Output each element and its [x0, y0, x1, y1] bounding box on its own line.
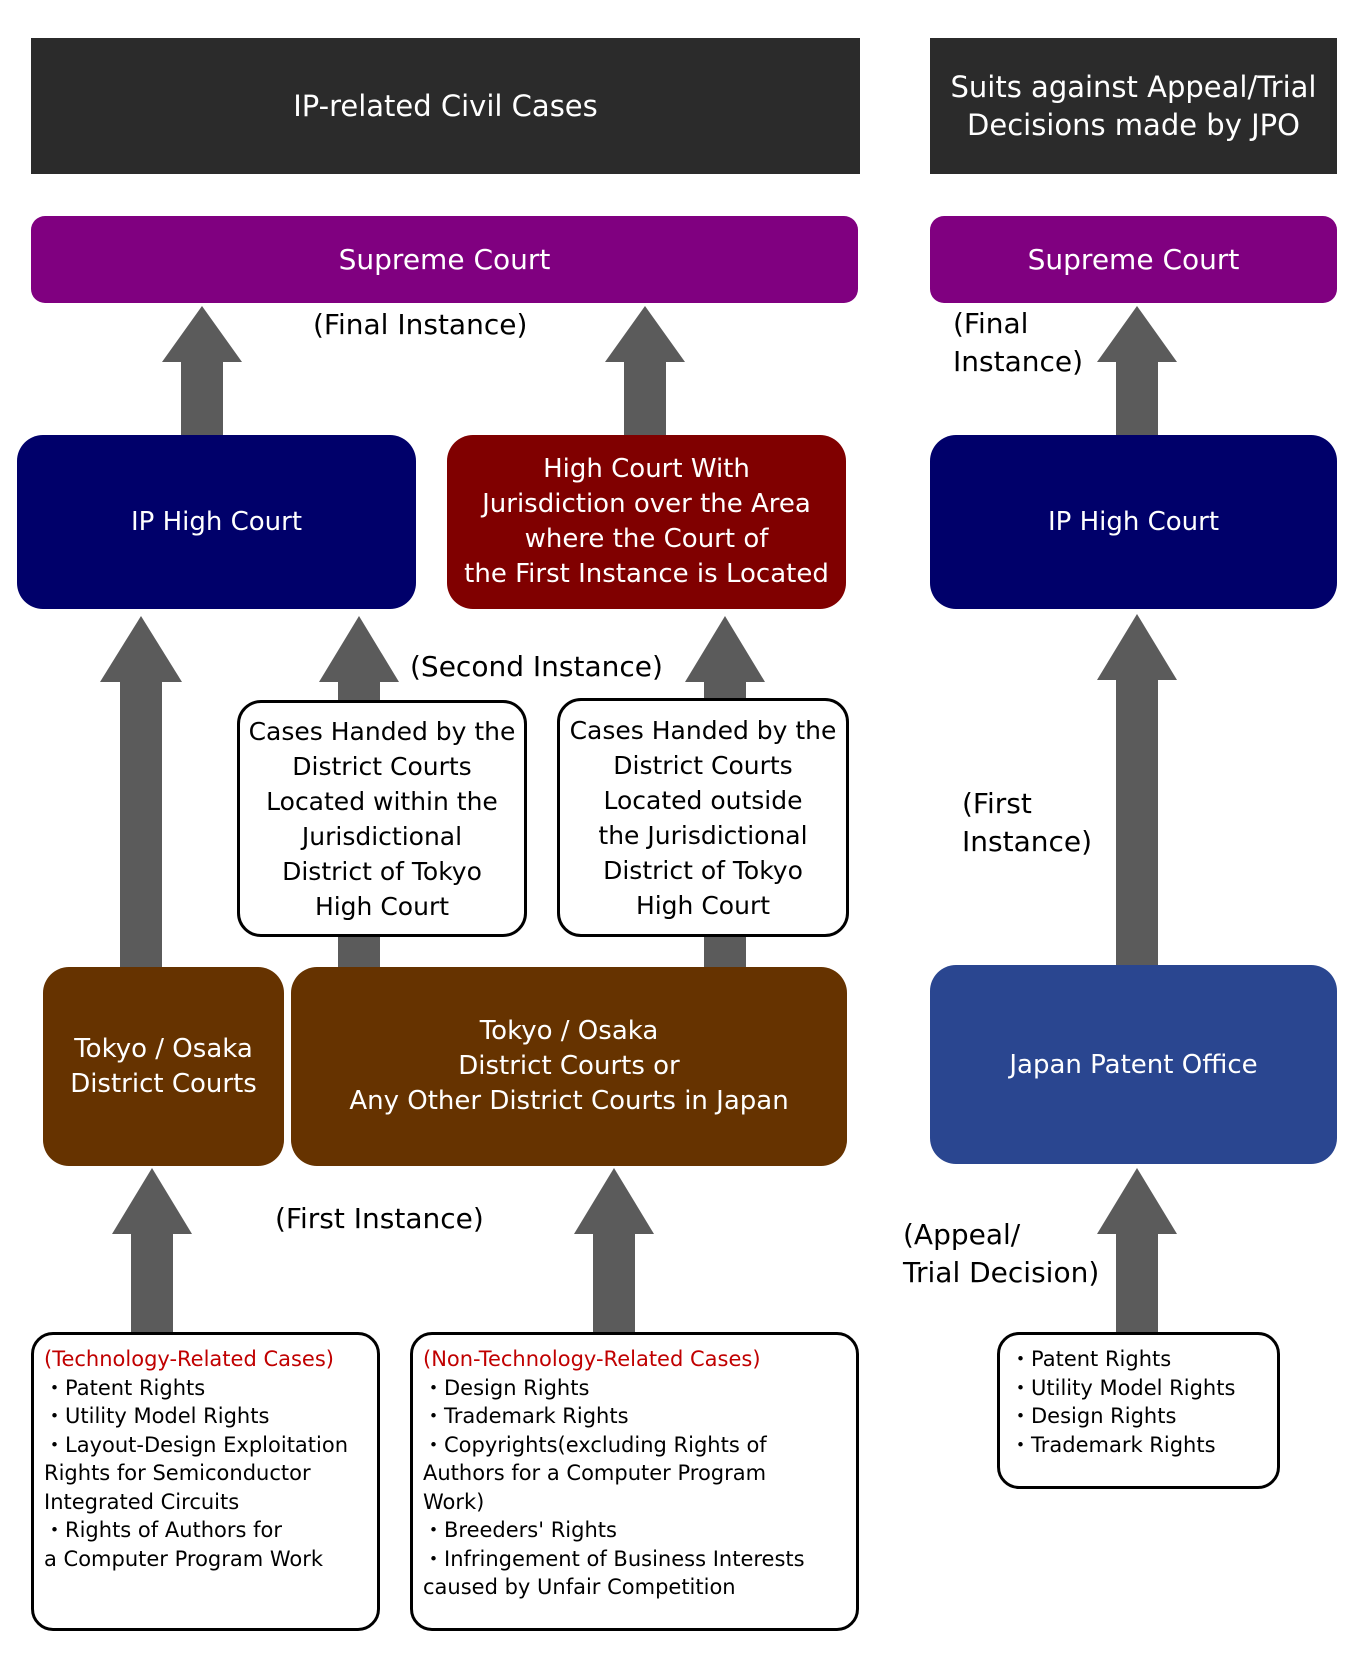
tokyo-osaka-district-courts-label: Tokyo / Osaka District Courts [70, 1033, 257, 1099]
arrow-tokyo-to-ip [100, 616, 182, 970]
arrow-high-to-supreme [605, 306, 685, 440]
cases-within-tokyo-jurisdiction-text: Cases Handed by the District Courts Loca… [248, 716, 516, 921]
label-appeal-trial-decision: (Appeal/ Trial Decision) [903, 1218, 1100, 1289]
header-ip-civil-cases-text: IP-related Civil Cases [293, 89, 598, 123]
list-item: ・Design Rights [1010, 1404, 1177, 1428]
label-second-instance: (Second Instance) [410, 650, 663, 683]
list-item: ・Layout-Design Exploitation Rights for S… [44, 1432, 349, 1514]
tokyo-osaka-district-courts: Tokyo / Osaka District Courts [43, 967, 284, 1166]
ip-high-court-left-label: IP High Court [130, 507, 303, 537]
high-court-jurisdiction-area-label: High Court With Jurisdiction over the Ar… [464, 454, 829, 589]
arrow-rights-to-jpo [1097, 1168, 1177, 1337]
japan-patent-office: Japan Patent Office [930, 965, 1337, 1164]
header-jpo-suits-text: Suits against Appeal/Trial Decisions mad… [950, 70, 1317, 142]
supreme-court-left: Supreme Court [31, 216, 858, 303]
header-ip-civil-cases: IP-related Civil Cases [31, 38, 860, 174]
non-technology-related-cases-title: (Non-Technology-Related Cases) [423, 1347, 761, 1371]
jpo-rights-list: ・Patent Rights ・Utility Model Rights ・De… [997, 1332, 1280, 1489]
list-item: ・Trademark Rights [1010, 1432, 1216, 1457]
japan-patent-office-label: Japan Patent Office [1009, 1049, 1258, 1080]
label-first-instance-left: (First Instance) [275, 1202, 484, 1235]
list-item: ・Patent Rights [1010, 1347, 1172, 1371]
list-item: ・Patent Rights [44, 1375, 206, 1400]
high-court-jurisdiction-area: High Court With Jurisdiction over the Ar… [447, 435, 846, 609]
tokyo-osaka-or-any-district-courts: Tokyo / Osaka District Courts or Any Oth… [291, 967, 847, 1166]
cases-outside-tokyo-jurisdiction-text: Cases Handed by the District Courts Loca… [569, 715, 837, 920]
list-item: ・Trademark Rights [423, 1404, 629, 1428]
label-final-instance-left: (Final Instance) [313, 308, 528, 341]
supreme-court-left-label: Supreme Court [338, 243, 551, 276]
supreme-court-right-label: Supreme Court [1027, 243, 1240, 276]
list-item: ・Infringement of Business Interests caus… [423, 1546, 805, 1600]
cases-outside-tokyo-jurisdiction: Cases Handed by the District Courts Loca… [557, 698, 849, 937]
arrow-ip-right-to-supreme [1097, 306, 1177, 440]
list-item: ・Utility Model Rights [44, 1404, 270, 1428]
list-item: ・Design Rights [423, 1375, 590, 1400]
ip-high-court-left: IP High Court [17, 435, 416, 609]
ip-high-court-right-label: IP High Court [1047, 507, 1220, 537]
arrow-jpo-to-ip [1097, 614, 1177, 968]
non-technology-related-cases-list: (Non-Technology-Related Cases) ・Design R… [410, 1332, 859, 1631]
tokyo-osaka-or-any-district-courts-label: Tokyo / Osaka District Courts or Any Oth… [349, 1016, 789, 1116]
supreme-court-right: Supreme Court [930, 216, 1337, 303]
arrow-ip-to-supreme [162, 306, 242, 440]
arrow-tech-to-tokyo [112, 1168, 192, 1337]
technology-related-cases-list: (Technology-Related Cases) ・Patent Right… [31, 1332, 380, 1631]
list-item: ・Copyrights(excluding Rights of Authors … [423, 1432, 767, 1514]
list-item: ・Utility Model Rights [1010, 1375, 1236, 1400]
list-item: ・Rights of Authors for a Computer Progra… [44, 1518, 324, 1571]
cases-within-tokyo-jurisdiction: Cases Handed by the District Courts Loca… [237, 700, 527, 937]
header-jpo-suits: Suits against Appeal/Trial Decisions mad… [930, 38, 1337, 174]
ip-high-court-right: IP High Court [930, 435, 1337, 609]
list-item: ・Breeders' Rights [423, 1518, 617, 1542]
technology-related-cases-title: (Technology-Related Cases) [44, 1347, 334, 1371]
arrow-nontech-to-district [574, 1168, 654, 1337]
label-first-instance-right: (First Instance) [962, 787, 1093, 858]
label-final-instance-right: (Final Instance) [953, 307, 1084, 378]
